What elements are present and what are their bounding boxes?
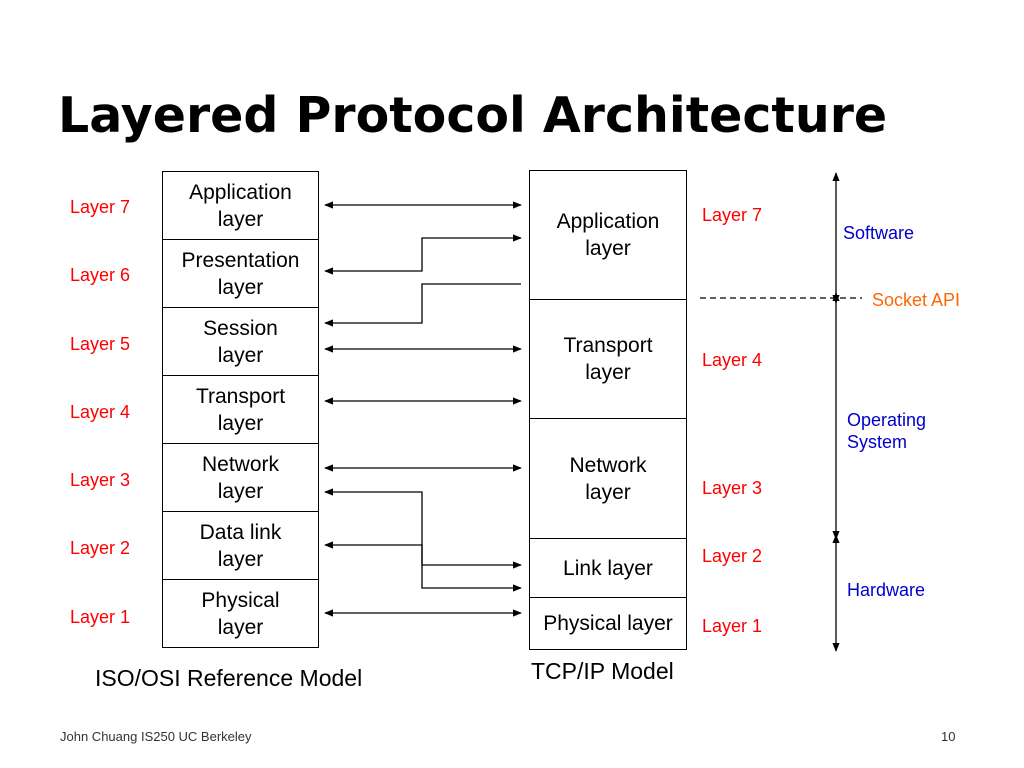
- osi-caption: ISO/OSI Reference Model: [95, 665, 363, 691]
- footer-credit: John Chuang IS250 UC Berkeley: [60, 729, 252, 744]
- tcpip-layer-3-label: Layer 3: [702, 478, 763, 498]
- page-number: 10: [941, 729, 956, 744]
- arrow-datalink: [324, 541, 522, 592]
- tcpip-layer-7-label: Layer 7: [702, 205, 763, 225]
- osi-layer-7-label: Layer 7: [70, 197, 131, 217]
- tcpip-link-layer: Link layer: [529, 538, 687, 598]
- osi-layer-4-label: Layer 4: [70, 402, 131, 422]
- tcpip-physical-layer: Physical layer: [529, 597, 687, 650]
- operating-system-label: Operating System: [847, 410, 927, 452]
- osi-layer-1-label: Layer 1: [70, 607, 131, 627]
- arrow-network-link: [324, 488, 522, 569]
- socket-api-label: Socket API: [872, 290, 961, 310]
- arrow-presentation: [324, 234, 522, 275]
- tcpip-layer-1-label: Layer 1: [702, 616, 763, 636]
- osi-layer-2-label: Layer 2: [70, 538, 131, 558]
- hardware-label: Hardware: [847, 580, 926, 600]
- tcpip-caption: TCP/IP Model: [531, 658, 674, 684]
- tcpip-layer-4-label: Layer 4: [702, 350, 763, 370]
- tcpip-layer-2-label: Layer 2: [702, 546, 763, 566]
- osi-layer-5-label: Layer 5: [70, 334, 131, 354]
- software-label: Software: [843, 223, 915, 243]
- arrow-session: [324, 283, 521, 327]
- slide-title: Layered Protocol Architecture: [58, 87, 888, 144]
- osi-layer-3-label: Layer 3: [70, 470, 131, 490]
- osi-layer-6-label: Layer 6: [70, 265, 131, 285]
